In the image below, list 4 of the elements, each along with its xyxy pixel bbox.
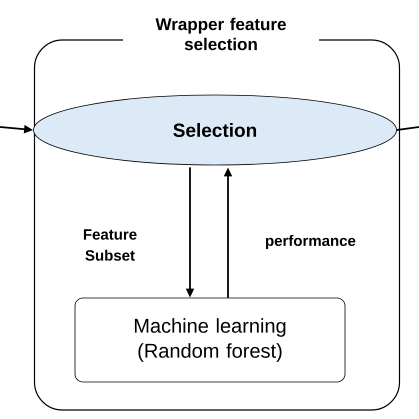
- edge-label: Feature Subset: [84, 229, 137, 261]
- group-title: Wrapper feature selection: [123, 14, 319, 54]
- process-box: Machine learning (Random forest): [74, 298, 346, 382]
- edge-label: performance: [266, 235, 356, 249]
